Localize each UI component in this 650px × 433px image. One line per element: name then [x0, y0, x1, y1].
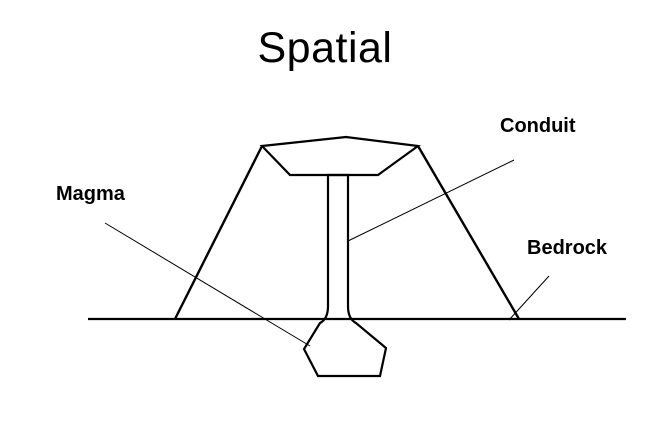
conduit-leader-line — [347, 159, 515, 242]
diagram-title: Spatial — [257, 24, 393, 72]
magma-leader-line — [104, 222, 311, 347]
volcano-left-flank — [173, 145, 264, 320]
bedrock-label: Bedrock — [527, 237, 608, 259]
magma-label: Magma — [56, 183, 125, 205]
conduit-and-magma-chamber — [302, 173, 388, 378]
crater-shape — [259, 135, 421, 177]
volcano-right-flank — [416, 145, 521, 320]
conduit-label: Conduit — [500, 115, 576, 137]
bedrock-leader-line — [508, 275, 550, 321]
